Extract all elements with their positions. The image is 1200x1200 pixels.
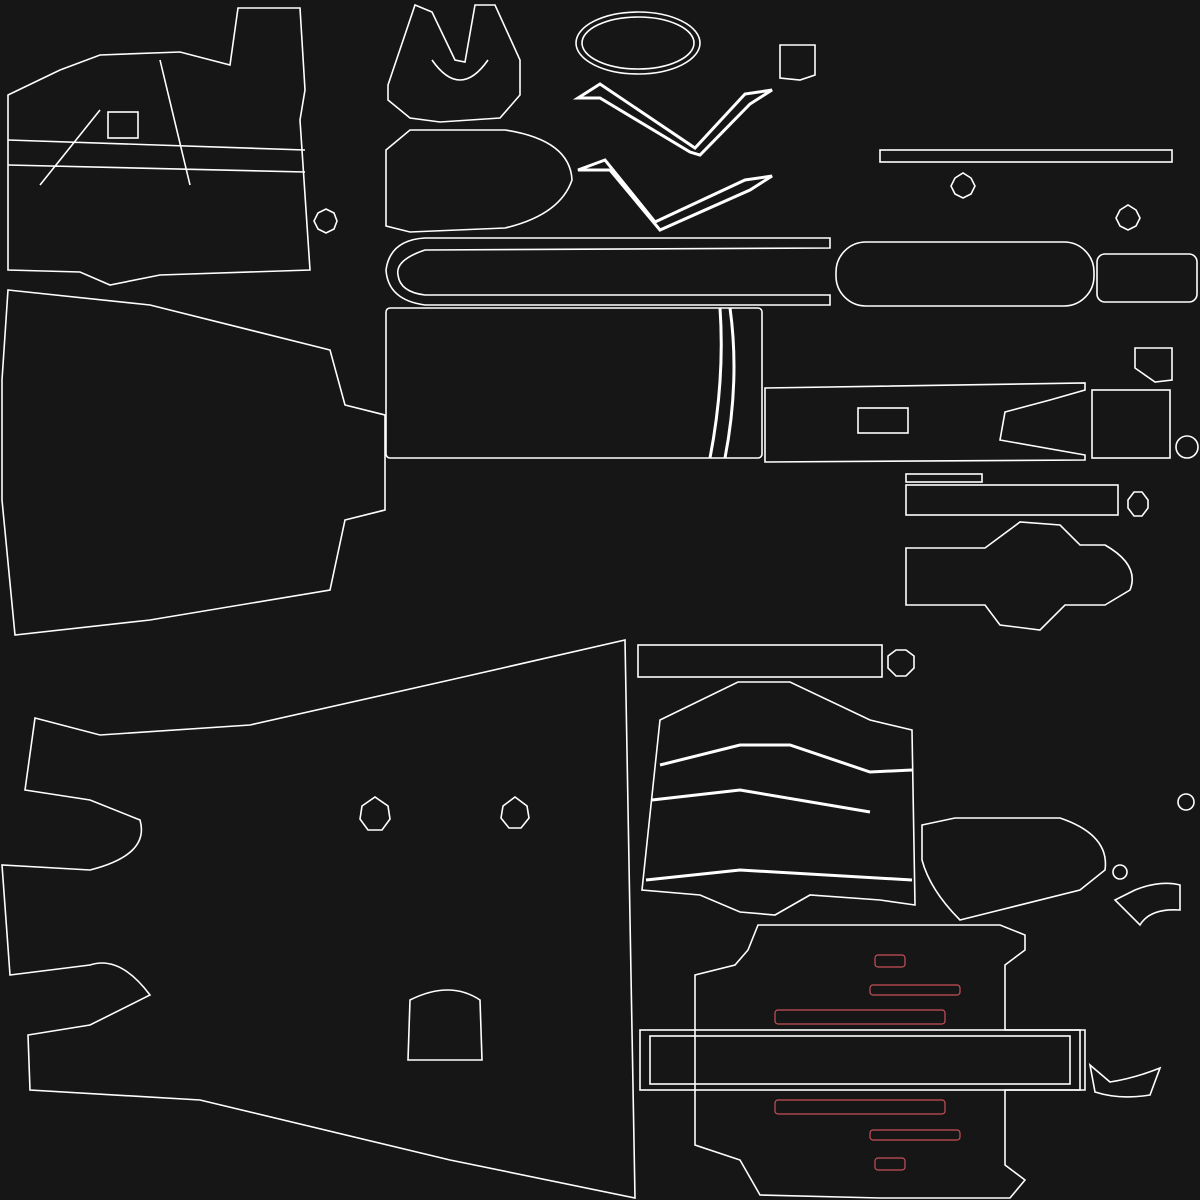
belt-oval <box>575 11 701 75</box>
octagon-button <box>950 172 1141 231</box>
thin-strip-long <box>879 149 1173 163</box>
boomerang-strap-upper <box>572 82 773 157</box>
sleeve-panel <box>641 681 916 916</box>
shoe-tongue <box>921 817 1107 921</box>
octagon-button <box>313 208 338 234</box>
vest-back-panel <box>7 7 311 286</box>
small-square-patch <box>779 44 816 81</box>
boot-sole-panel <box>639 924 1086 1199</box>
lower-jumpsuit-panel <box>1 639 636 1199</box>
bag-body-panel <box>385 307 763 459</box>
circle-button <box>1112 793 1195 880</box>
grid-strip <box>905 473 1149 517</box>
red-detail-marks <box>774 954 961 1171</box>
pocket-flap <box>385 129 573 233</box>
rounded-block <box>1096 253 1198 303</box>
circle-button <box>1175 435 1199 459</box>
u-shaped-strap <box>385 237 831 306</box>
buckle-strap <box>764 382 1171 463</box>
corner-piece <box>1134 347 1173 383</box>
collar-horseshoe <box>387 3 521 123</box>
bottle-shape <box>905 521 1133 631</box>
arc-piece <box>1088 882 1181 1098</box>
pant-leg-panel <box>1 289 386 636</box>
rounded-long-strap <box>835 241 1095 307</box>
grid-strip <box>637 644 915 678</box>
boomerang-strap-lower <box>577 158 773 232</box>
